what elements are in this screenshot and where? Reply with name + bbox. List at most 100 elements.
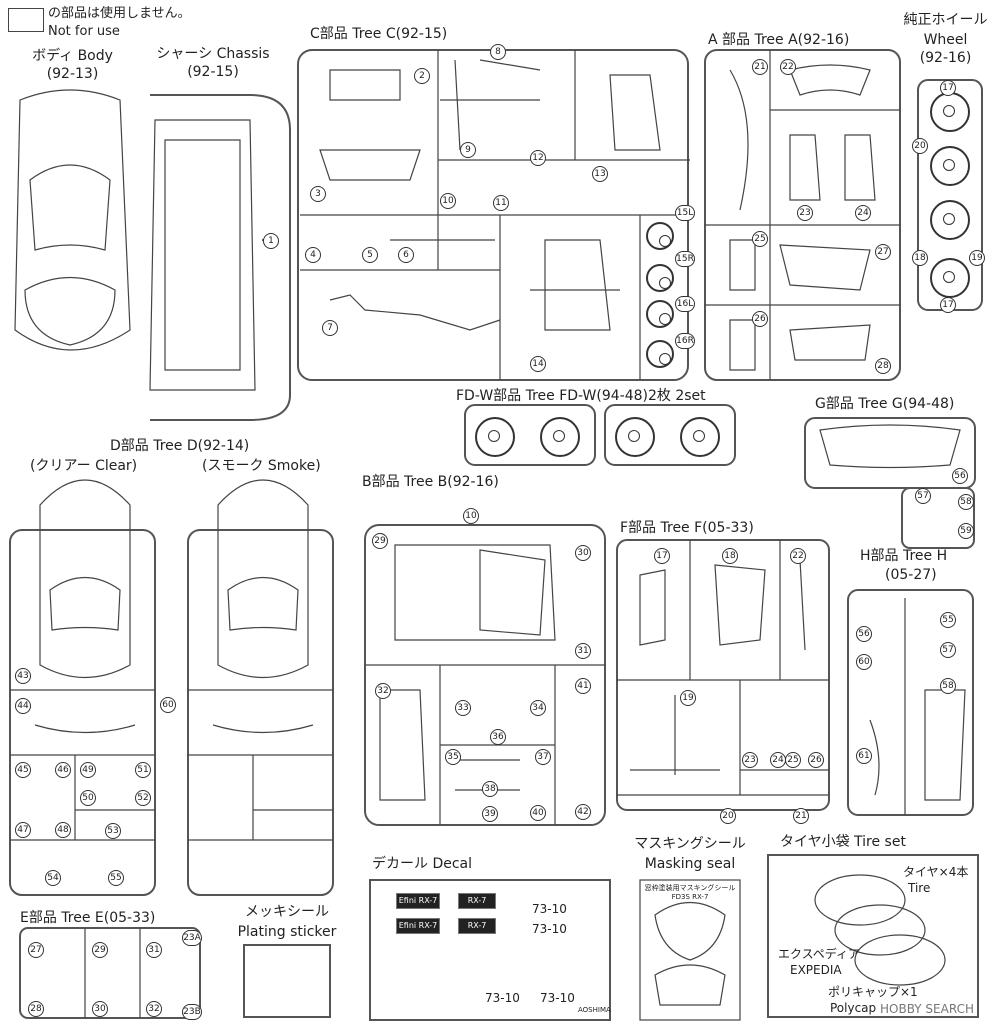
wheel-icon bbox=[680, 417, 720, 457]
part-number: 16R bbox=[675, 333, 695, 349]
part-number: 47 bbox=[15, 822, 31, 838]
part-number: 15L bbox=[675, 205, 695, 221]
part-number: 10 bbox=[463, 508, 479, 524]
tree-f-title: F部品 Tree F(05-33) bbox=[620, 520, 754, 536]
part-number: 3 bbox=[310, 186, 326, 202]
decal-brand: AOSHIMA bbox=[578, 1006, 611, 1014]
part-number: 24 bbox=[855, 205, 871, 221]
brake-disc-icon bbox=[646, 340, 674, 368]
decal-plate: 73-10 bbox=[540, 991, 575, 1005]
part-number: 49 bbox=[80, 762, 96, 778]
part-number: 10 bbox=[440, 193, 456, 209]
part-number: 11 bbox=[493, 195, 509, 211]
part-number: 55 bbox=[108, 870, 124, 886]
part-number: 23 bbox=[742, 752, 758, 768]
part-number: 38 bbox=[482, 781, 498, 797]
part-number: 57 bbox=[940, 642, 956, 658]
tree-d-smoke: (スモーク Smoke) bbox=[202, 458, 321, 474]
legend-jp: の部品は使用しません。 bbox=[48, 6, 191, 21]
tire-brand-jp: エクスペディア bbox=[778, 947, 860, 961]
part-number: 1 bbox=[263, 233, 279, 249]
part-number: 20 bbox=[912, 138, 928, 154]
part-number: 30 bbox=[92, 1001, 108, 1017]
plating-title-jp: メッキシール bbox=[245, 904, 329, 920]
decal-plate: 73-10 bbox=[532, 922, 567, 936]
part-number: 23B bbox=[182, 1004, 202, 1020]
part-number: 4 bbox=[305, 247, 321, 263]
part-number: 27 bbox=[28, 942, 44, 958]
decal-logo: Efini RX-7 bbox=[396, 918, 440, 934]
wheel-icon bbox=[615, 417, 655, 457]
part-number: 60 bbox=[160, 697, 176, 713]
part-number: 33 bbox=[455, 700, 471, 716]
masking-header: 窓枠塗装用マスキングシール bbox=[644, 884, 736, 892]
part-number: 17 bbox=[940, 297, 956, 313]
decal-logo: Efini RX-7 bbox=[396, 893, 440, 909]
part-number: 23 bbox=[797, 205, 813, 221]
part-number: 29 bbox=[372, 533, 388, 549]
part-number: 57 bbox=[915, 488, 931, 504]
part-number: 58 bbox=[958, 494, 974, 510]
part-number: 56 bbox=[856, 626, 872, 642]
watermark: HOBBY SEARCH bbox=[880, 1002, 974, 1016]
part-number: 50 bbox=[80, 790, 96, 806]
part-number: 27 bbox=[875, 244, 891, 260]
wheel-icon bbox=[475, 417, 515, 457]
part-number: 59 bbox=[958, 523, 974, 539]
legend-en: Not for use bbox=[48, 24, 120, 39]
part-number: 5 bbox=[362, 247, 378, 263]
decal-plate: 73-10 bbox=[532, 902, 567, 916]
part-number: 34 bbox=[530, 700, 546, 716]
chassis-code: (92-15) bbox=[187, 64, 239, 80]
part-number: 46 bbox=[55, 762, 71, 778]
part-number: 45 bbox=[15, 762, 31, 778]
decal-logo: RX-7 bbox=[458, 893, 496, 909]
part-number: 18 bbox=[722, 548, 738, 564]
tree-b-title: B部品 Tree B(92-16) bbox=[362, 474, 499, 490]
decal-plate: 73-10 bbox=[485, 991, 520, 1005]
part-number: 19 bbox=[969, 250, 985, 266]
part-number: 32 bbox=[375, 683, 391, 699]
part-number: 7 bbox=[322, 320, 338, 336]
masking-title-en: Masking seal bbox=[644, 856, 736, 872]
part-number: 42 bbox=[575, 804, 591, 820]
tree-d-clear: (クリアー Clear) bbox=[30, 458, 138, 474]
part-number: 28 bbox=[875, 358, 891, 374]
part-number: 21 bbox=[793, 808, 809, 824]
part-number: 39 bbox=[482, 806, 498, 822]
not-for-use-swatch bbox=[8, 8, 44, 32]
part-number: 19 bbox=[680, 690, 696, 706]
part-number: 28 bbox=[28, 1001, 44, 1017]
part-number: 16L bbox=[675, 296, 695, 312]
part-number: 13 bbox=[592, 166, 608, 182]
body-code: (92-13) bbox=[46, 66, 99, 82]
part-number: 21 bbox=[752, 59, 768, 75]
chassis-title: シャーシ Chassis bbox=[156, 46, 270, 62]
wheel-icon bbox=[930, 258, 970, 298]
part-number: 40 bbox=[530, 805, 546, 821]
part-number: 22 bbox=[780, 59, 796, 75]
wheel-icon bbox=[930, 200, 970, 240]
part-number: 18 bbox=[912, 250, 928, 266]
polycap-label: Polycap bbox=[830, 1001, 877, 1015]
decal-logo: RX-7 bbox=[458, 918, 496, 934]
part-number: 30 bbox=[575, 545, 591, 561]
part-number: 54 bbox=[45, 870, 61, 886]
polycap-count: ポリキャップ×1 bbox=[828, 985, 918, 999]
part-number: 44 bbox=[15, 698, 31, 714]
part-number: 52 bbox=[135, 790, 151, 806]
tree-e-title: E部品 Tree E(05-33) bbox=[20, 910, 156, 926]
part-number: 61 bbox=[856, 748, 872, 764]
wheel-icon bbox=[540, 417, 580, 457]
part-number: 48 bbox=[55, 822, 71, 838]
wheel-code: (92-16) bbox=[919, 50, 972, 66]
part-number: 12 bbox=[530, 150, 546, 166]
part-number: 35 bbox=[445, 749, 461, 765]
brake-disc-icon bbox=[646, 300, 674, 328]
wheel-title-jp: 純正ホイール bbox=[903, 12, 988, 28]
tire-count: タイヤ×4本 bbox=[903, 865, 969, 879]
part-number: 51 bbox=[135, 762, 151, 778]
part-number: 15R bbox=[675, 251, 695, 267]
tree-g-title: G部品 Tree G(94-48) bbox=[815, 396, 955, 412]
masking-model: FD3S RX-7 bbox=[671, 893, 709, 901]
